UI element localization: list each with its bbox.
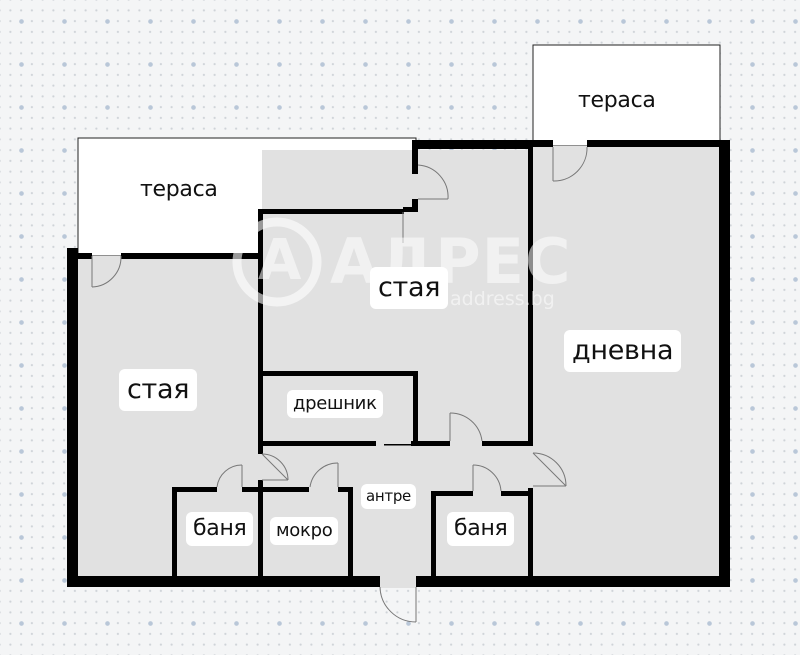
label-room-center: стая: [370, 267, 449, 309]
doors: [91, 146, 588, 623]
walls: [67, 140, 730, 587]
watermark-logo: [232, 217, 322, 307]
terrace-right-shape: [532, 44, 721, 147]
label-bathroom-right: баня: [447, 512, 515, 546]
label-bathroom-left: баня: [186, 512, 254, 546]
label-closet: дрешник: [287, 390, 383, 418]
label-room-left: стая: [119, 369, 198, 411]
label-terrace-right: тераса: [578, 88, 656, 113]
label-living-room: дневна: [564, 330, 682, 372]
label-hallway: антре: [361, 484, 416, 509]
label-terrace-left: тераса: [140, 177, 218, 202]
label-wc-wet: мокро: [270, 517, 339, 545]
